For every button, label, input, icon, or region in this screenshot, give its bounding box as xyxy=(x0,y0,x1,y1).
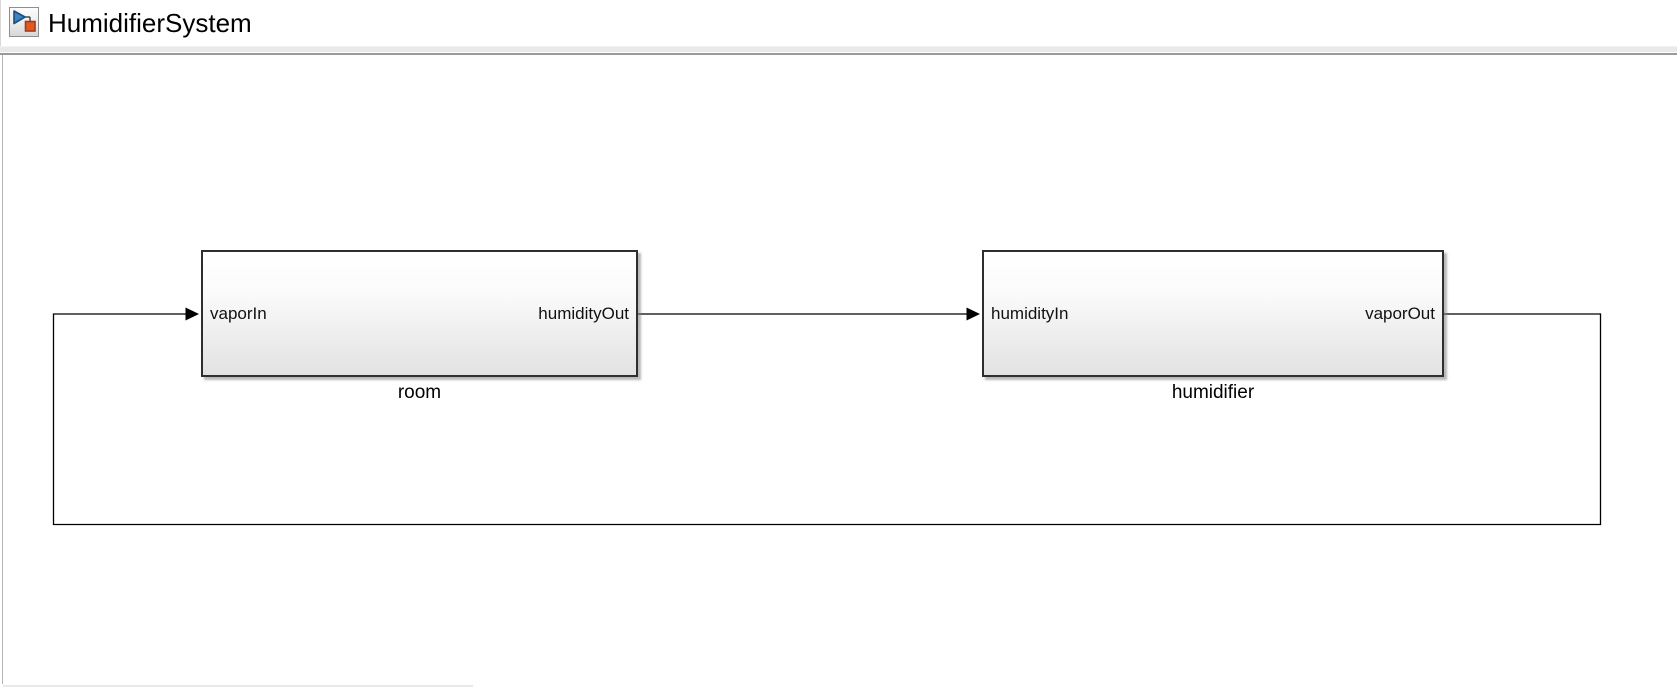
canvas-bottom-edge xyxy=(3,685,473,687)
canvas-left-border xyxy=(2,55,3,684)
block-name-room[interactable]: room xyxy=(397,382,442,403)
arrowhead-icon xyxy=(966,307,980,321)
titlebar-separator-dark xyxy=(0,53,1677,55)
port-label-humidityIn: humidityIn xyxy=(991,303,1069,323)
breadcrumb-model-title[interactable]: HumidifierSystem xyxy=(48,8,252,38)
simulink-model-icon[interactable] xyxy=(9,7,39,37)
subsystem-glyph-icon xyxy=(13,10,36,32)
block-room[interactable]: vaporIn humidityOut xyxy=(201,250,638,377)
port-label-vaporIn: vaporIn xyxy=(210,303,267,323)
block-humidifier[interactable]: humidityIn vaporOut xyxy=(982,250,1444,377)
wire-vaporOut-to-vaporIn[interactable] xyxy=(52,307,1602,526)
port-label-humidityOut: humidityOut xyxy=(538,303,629,323)
port-label-vaporOut: vaporOut xyxy=(1365,303,1435,323)
block-name-humidifier[interactable]: humidifier xyxy=(1171,382,1255,403)
breadcrumb-bar: HumidifierSystem xyxy=(0,0,1677,46)
titlebar-separator-light xyxy=(0,46,1677,52)
wire-humidityOut-to-humidityIn[interactable] xyxy=(638,307,980,321)
arrowhead-icon xyxy=(185,307,199,321)
